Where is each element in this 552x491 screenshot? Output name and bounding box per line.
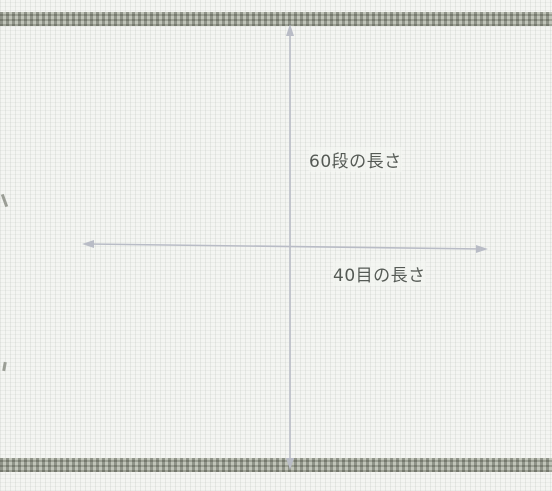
swatch-bottom-edge	[0, 458, 552, 472]
row-length-label: 60段の長さ	[309, 147, 402, 172]
arrowhead-right	[476, 245, 488, 253]
arrowhead-down	[286, 458, 294, 470]
stitch-length-label: 40目の長さ	[333, 261, 426, 286]
swatch-top-edge	[0, 12, 552, 26]
arrowhead-left	[82, 240, 94, 248]
arrowhead-up	[286, 24, 294, 36]
horizontal-measure-arrow	[82, 240, 488, 253]
